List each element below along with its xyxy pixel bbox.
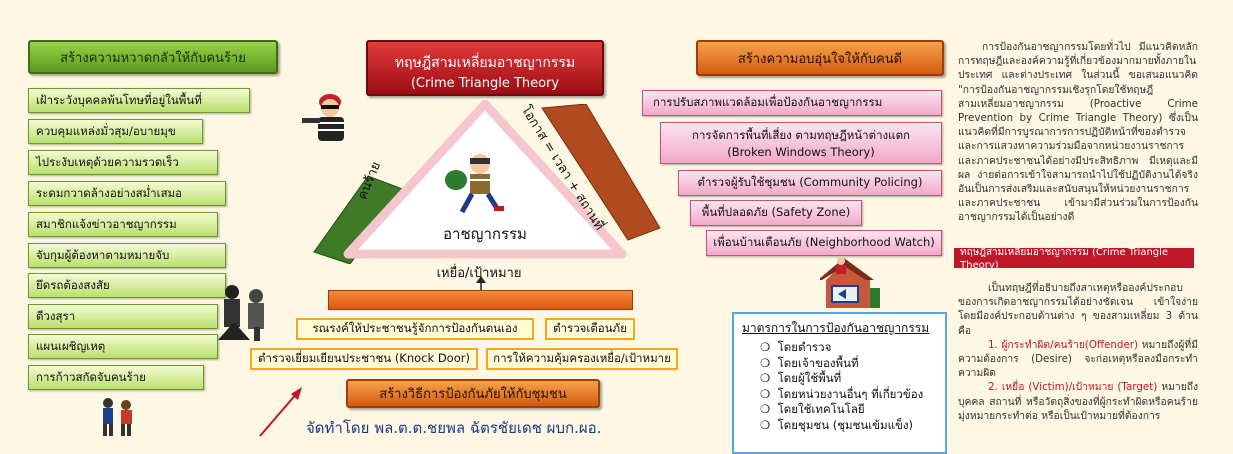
bottom-item-label: ตำรวจเยี่ยมเยียนประชาชน (Knock Door)	[258, 351, 470, 365]
intro-paragraph: การป้องกันอาชญากรรมโดยทั่วไป มีแนวคิดหลั…	[958, 41, 1198, 224]
point-2-text: หมายถึงบุคคล สถานที่ หรือวัตถุสิ่งของที่…	[958, 381, 1198, 422]
left-item: แผนเผชิญเหตุ	[28, 334, 218, 359]
triangle-title-box: ทฤษฎีสามเหลี่ยมอาชญากรรม (Crime Triangle…	[366, 40, 604, 96]
measure-item-label: โดยใช้เทคโนโลยี	[777, 402, 865, 416]
measure-item-label: โดยเจ้าของพื้นที่	[777, 355, 859, 370]
bottom-item-label: การให้ความคุ้มครองเหยื่อ/เป้าหมาย	[493, 351, 671, 365]
crime-label: อาชญากรรม	[443, 225, 527, 243]
left-item: สมาชิกแจ้งข่าวอาชญากรรม	[28, 212, 218, 237]
right-item: ตำรวจผู้รับใช้ชุมชน (Community Policing)	[678, 170, 942, 196]
right-item: การจัดการพื้นที่เสี่ยง ตามทฤษฎีหน้าต่างแ…	[660, 122, 942, 164]
measure-item-label: โดยหน่วยงานอื่นๆ ที่เกี่ยวข้อง	[777, 386, 924, 401]
house-icon	[820, 258, 880, 308]
point-1-text: หมายถึงผู้ที่มีความต้องการ (Desire) จะก่…	[958, 338, 1198, 380]
bottom-item-label: ตำรวจเตือนภัย	[553, 321, 627, 335]
right-item-label: (Broken Windows Theory)	[727, 145, 875, 159]
left-item-label: ไประงับเหตุด้วยความรวดเร็ว	[36, 154, 179, 169]
bottom-item: รณรงค์ให้ประชาชนรู้จักการป้องกันตนเอง	[296, 318, 534, 340]
left-item-label: ควบคุมแหล่งมั่วสุม/อบายมุข	[36, 123, 176, 138]
left-item-label: จับกุมผู้ต้องหาตามหมายจับ	[36, 247, 170, 262]
theory-paragraph: เป็นทฤษฎีที่อธิบายถึงสาเหตุหรือองค์ประกอ…	[958, 282, 1198, 337]
point-2: 2. เหยื่อ (Victim)/เป้าหมาย (Target) หมา…	[958, 380, 1198, 423]
thief-with-bag-icon	[445, 154, 504, 214]
police-chase-icon	[103, 398, 132, 436]
right-item-label: เพื่อนบ้านเตือนภัย (Neighborhood Watch)	[713, 235, 935, 249]
point-1-title: 1. ผู้กระทำผิด/คนร้าย(Offender)	[988, 338, 1139, 351]
left-item-label: การก้าวสกัดจับคนร้าย	[36, 369, 146, 384]
theory-text: เป็นทฤษฎีที่อธิบายถึงสาเหตุหรือองค์ประกอ…	[958, 281, 1198, 423]
bottom-item: การให้ความคุ้มครองเหยื่อ/เป้าหมาย	[486, 348, 678, 370]
triangle-title: ทฤษฎีสามเหลี่ยมอาชญากรรม	[394, 55, 576, 71]
right-header-label: สร้างความอบอุ่นใจให้กับคนดี	[737, 51, 903, 67]
left-item: ตีวงสุรา	[28, 304, 218, 329]
measure-item: ❍ โดยใช้เทคโนโลยี	[760, 402, 865, 416]
right-item-label: การปรับสภาพแวดล้อมเพื่อป้องกันอาชญากรรม	[653, 95, 883, 109]
right-item: การปรับสภาพแวดล้อมเพื่อป้องกันอาชญากรรม	[642, 90, 942, 116]
right-item-label: ตำรวจผู้รับใช้ชุมชน (Community Policing)	[697, 175, 923, 189]
right-item: เพื่อนบ้านเตือนภัย (Neighborhood Watch)	[706, 230, 942, 256]
bottom-item-label: รณรงค์ให้ประชาชนรู้จักการป้องกันตนเอง	[312, 321, 518, 335]
measure-item-label: โดยชุมชน (ชุมชนเข้มแข็ง)	[777, 417, 914, 432]
measure-item: ❍ โดยผู้ใช้พื้นที่	[760, 371, 842, 385]
left-item-label: เฝ้าระวังบุคคลพ้นโทษที่อยู่ในพื้นที่	[36, 92, 202, 107]
left-item: จับกุมผู้ต้องหาตามหมายจับ	[28, 243, 226, 268]
left-item: ยึดรถต้องสงสัย	[28, 273, 226, 298]
police-arrest-icon	[218, 285, 264, 341]
left-header-label: สร้างความหวาดกลัวให้กับคนร้าย	[60, 50, 246, 66]
measures-list: ❍ โดยตำรวจ ❍ โดยเจ้าของพื้นที่ ❍ โดยผู้ใ…	[742, 340, 937, 433]
left-item-label: ตีวงสุรา	[36, 308, 76, 323]
measure-item-label: โดยผู้ใช้พื้นที่	[777, 371, 842, 385]
arrow-icon	[259, 387, 302, 437]
left-item: ระดมกวาดล้างอย่างสม่ำเสมอ	[28, 181, 226, 206]
offender-bar	[313, 175, 406, 264]
left-item: ควบคุมแหล่งมั่วสุม/อบายมุข	[28, 119, 203, 144]
triangle-title-english: (Crime Triangle Theory	[410, 76, 560, 91]
right-item: พื้นที่ปลอดภัย (Safety Zone)	[690, 200, 862, 226]
left-item: การก้าวสกัดจับคนร้าย	[28, 365, 204, 390]
left-item-label: ยึดรถต้องสงสัย	[36, 277, 110, 292]
left-item-label: แผนเผชิญเหตุ	[36, 338, 106, 353]
bottom-item: ตำรวจเยี่ยมเยียนประชาชน (Knock Door)	[250, 348, 478, 370]
right-header: สร้างความอบอุ่นใจให้กับคนดี	[696, 40, 944, 76]
credit-text: จัดทำโดย พล.ต.ต.ชยพล ฉัตรชัยเดช ผบก.ผอ.	[306, 419, 602, 437]
right-item-label: พื้นที่ปลอดภัย (Safety Zone)	[701, 205, 851, 219]
bottom-header-label: สร้างวิธีการป้องกันภัยให้กับชุมชน	[379, 387, 567, 402]
left-item: เฝ้าระวังบุคคลพ้นโทษที่อยู่ในพื้นที่	[28, 88, 250, 113]
target-label: เหยื่อ/เป้าหมาย	[436, 266, 522, 281]
bottom-header: สร้างวิธีการป้องกันภัยให้กับชุมชน	[346, 379, 600, 408]
measures-panel: มาตรการในการป้องกันอาชญากรรม ❍ โดยตำรวจ …	[732, 312, 947, 454]
opportunity-bar	[541, 104, 661, 241]
left-header: สร้างความหวาดกลัวให้กับคนร้าย	[28, 40, 278, 74]
left-item-label: สมาชิกแจ้งข่าวอาชญากรรม	[36, 216, 177, 231]
measure-item-label: โดยตำรวจ	[777, 340, 832, 354]
section-label: ทฤษฎีสามเหลี่ยมอาชญากรรม (Crime Triangle…	[954, 247, 1194, 271]
point-1: 1. ผู้กระทำผิด/คนร้าย(Offender) หมายถึงผ…	[958, 338, 1198, 381]
measures-title: มาตรการในการป้องกันอาชญากรรม	[742, 321, 930, 335]
measure-item: ❍ โดยตำรวจ	[760, 340, 832, 354]
point-2-title: 2. เหยื่อ (Victim)/เป้าหมาย (Target)	[988, 381, 1158, 394]
robber-icon	[302, 94, 344, 141]
left-item: ไประงับเหตุด้วยความรวดเร็ว	[28, 150, 218, 175]
bottom-item: ตำรวจเตือนภัย	[545, 318, 635, 340]
left-item-label: ระดมกวาดล้างอย่างสม่ำเสมอ	[36, 185, 183, 200]
guard-figure-icon	[836, 257, 846, 274]
measure-item: ❍ โดยชุมชน (ชุมชนเข้มแข็ง)	[760, 417, 914, 432]
measure-item: ❍ โดยเจ้าของพื้นที่	[760, 355, 859, 370]
measure-item: ❍ โดยหน่วยงานอื่นๆ ที่เกี่ยวข้อง	[760, 386, 924, 401]
right-item-label: การจัดการพื้นที่เสี่ยง ตามทฤษฎีหน้าต่างแ…	[691, 128, 911, 142]
triangle-side-bars	[313, 104, 661, 264]
target-bar	[328, 290, 633, 310]
